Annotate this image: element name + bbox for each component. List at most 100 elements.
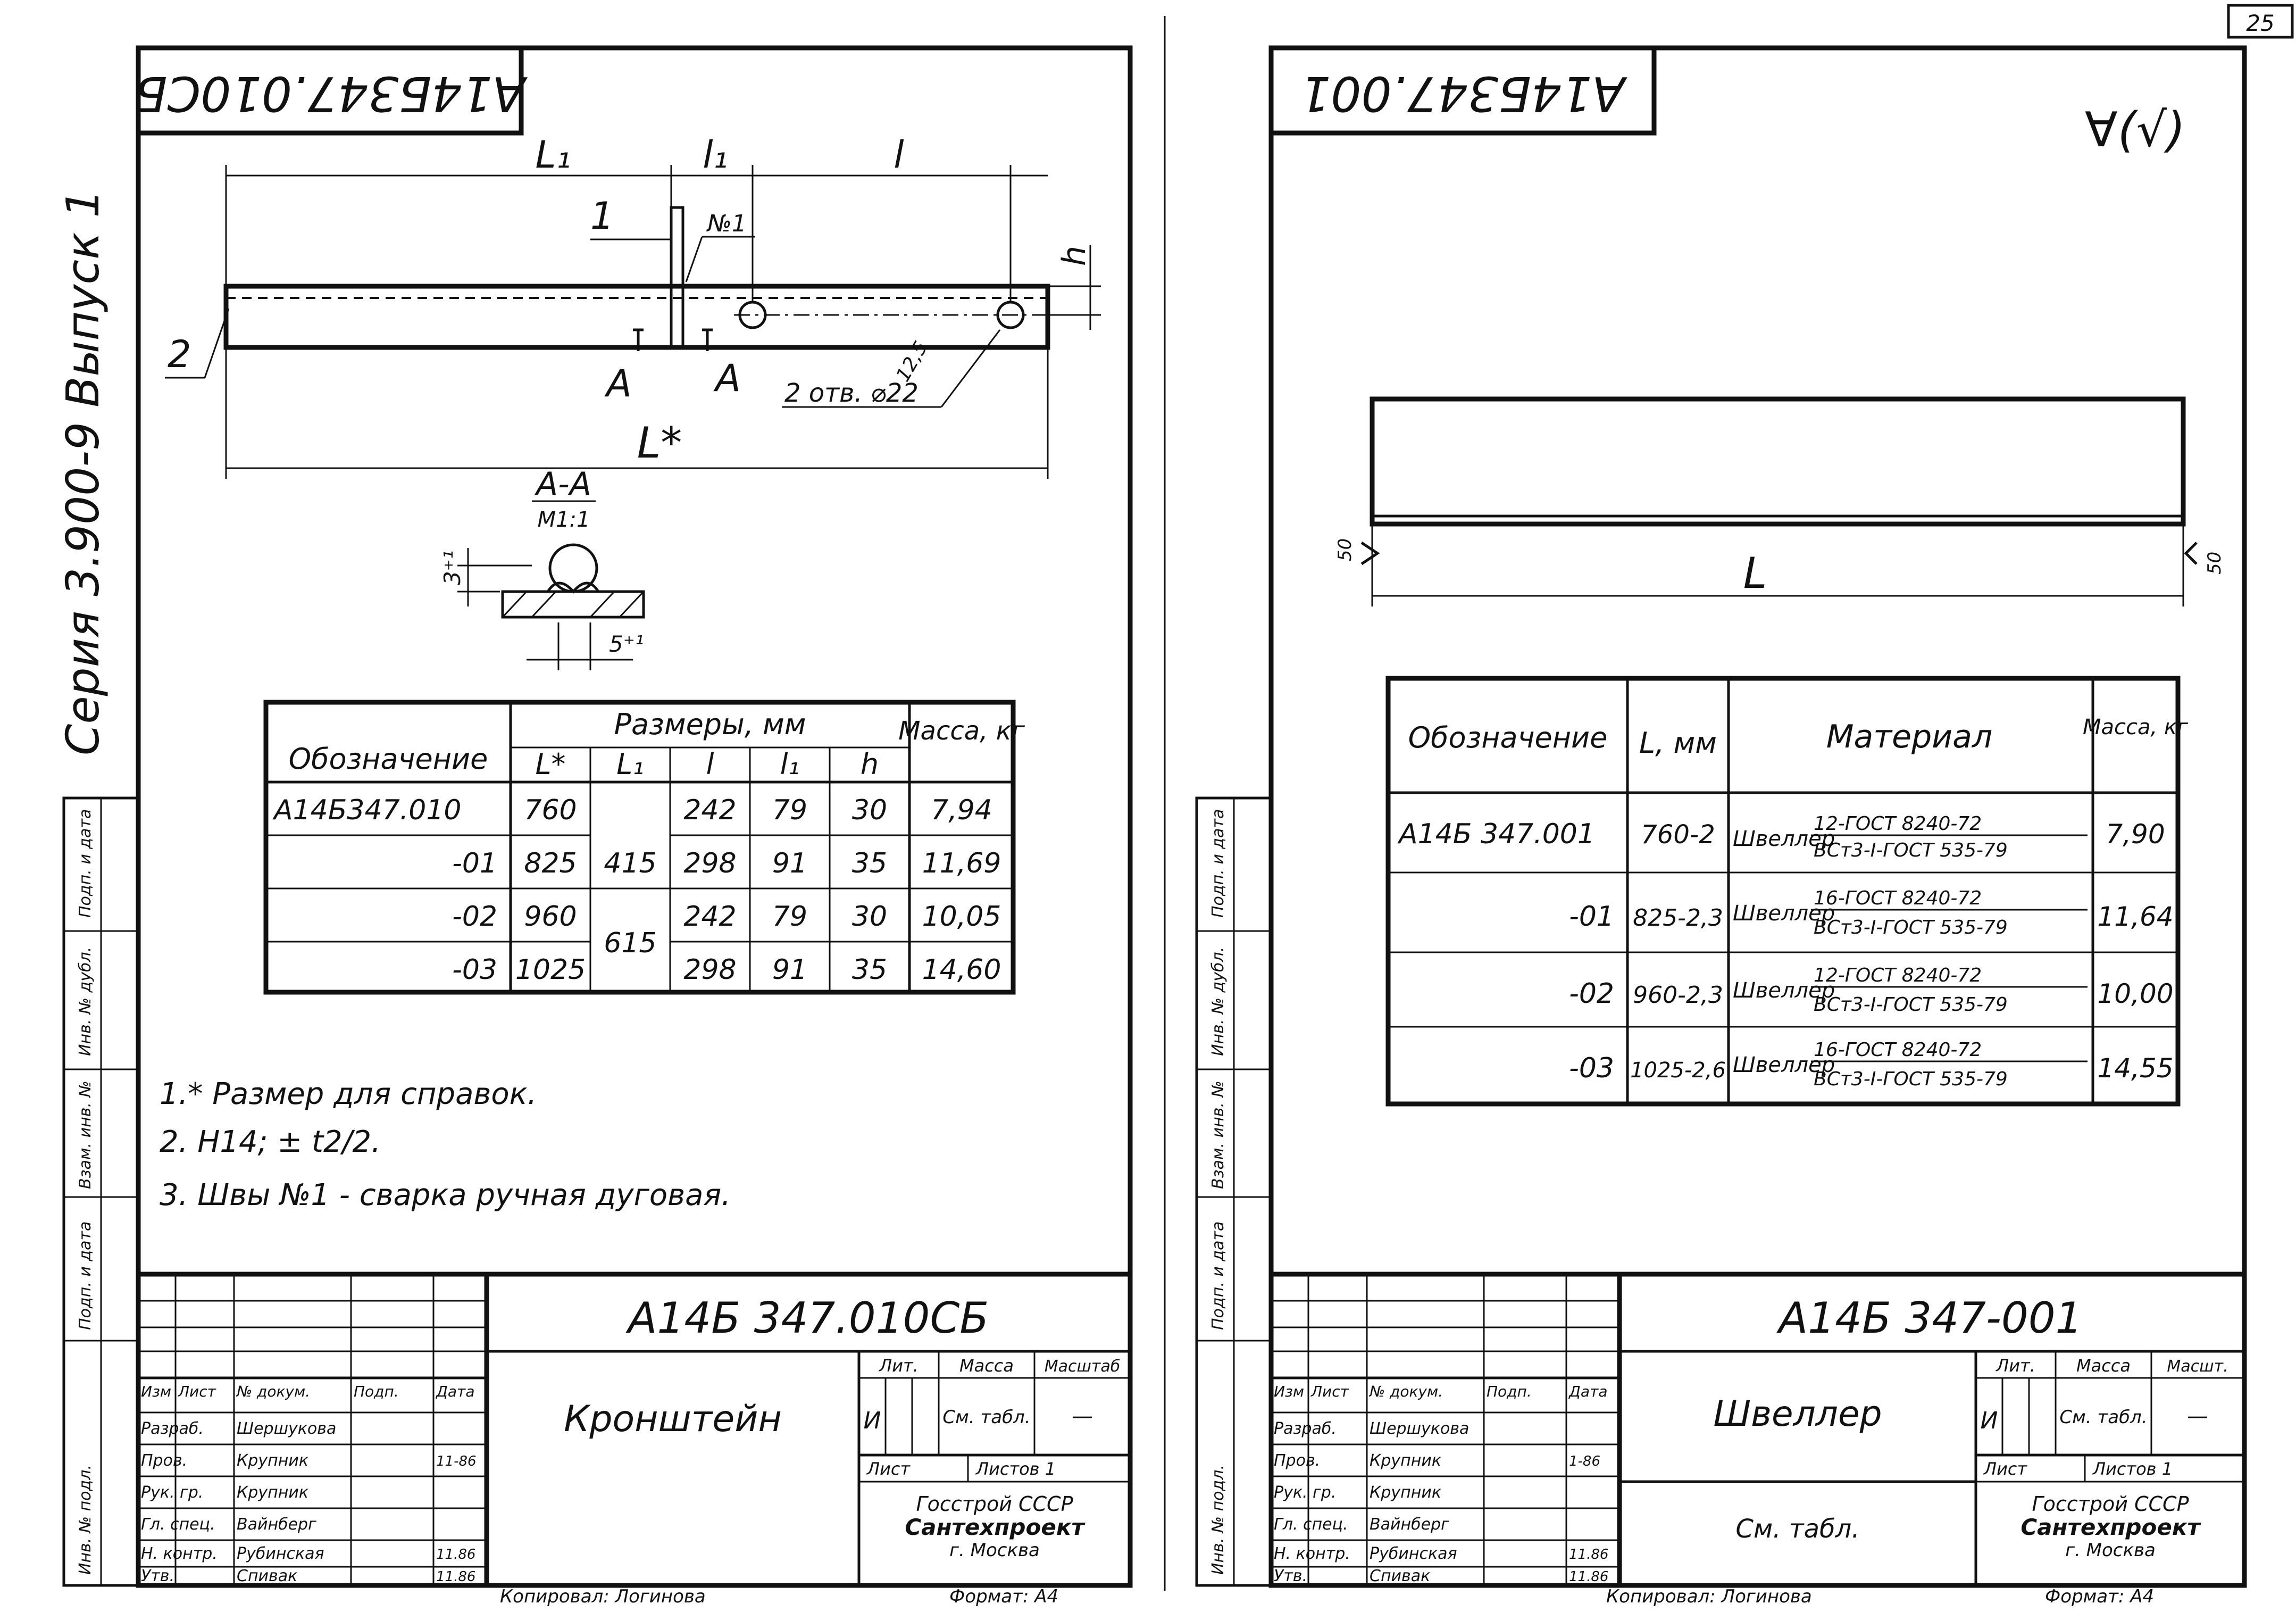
bracket-drawing: L₁ l₁ l h L* 1 2 №1 А	[165, 133, 1101, 670]
right-tb-col-date: Дата	[1568, 1383, 1608, 1400]
right-tb-doc-code: А14Б 347-001	[1776, 1293, 2082, 1343]
right-stamp-label-5: Подп. и дата	[1209, 809, 1228, 918]
right-stamp-label-4: Инв. № дубл.	[1209, 947, 1228, 1056]
channel-drawing: L 50 50	[1334, 396, 2225, 606]
right-role-2: Рук. гр.	[1274, 1483, 1336, 1502]
right-row2-L: 960-2,3	[1633, 982, 1723, 1009]
left-tb-col-date: Дата	[435, 1383, 475, 1400]
left-row0-mass: 7,94	[931, 794, 992, 826]
left-spec-table: Обозначение Размеры, мм Масса, кг L* L₁ …	[263, 700, 1025, 995]
right-row2-material-bottom: ВСт3-I-ГОСТ 535-79	[1814, 994, 2008, 1016]
left-person-0: Шершукова	[237, 1419, 336, 1438]
page-number: 25	[2246, 10, 2274, 36]
right-stamp-label-3: Взам. инв. №	[1209, 1081, 1228, 1189]
right-row2-designation: -02	[1569, 978, 1614, 1010]
right-th-L: L, мм	[1639, 726, 1717, 760]
left-date-4: 11.86	[436, 1547, 475, 1563]
right-row0-material-bottom: ВСт3-I-ГОСТ 535-79	[1814, 840, 2008, 861]
right-row3-material-word: Швеллер	[1733, 1053, 1835, 1077]
left-tb-scale-value: —	[1072, 1404, 1093, 1428]
left-tb-lit-value: И	[864, 1407, 881, 1434]
holes-label: 2 отв. ⌀22	[784, 378, 919, 408]
left-role-1: Пров.	[141, 1451, 187, 1470]
weld-label: №1	[706, 210, 747, 237]
left-row0-Lstar: 760	[524, 794, 577, 826]
right-person-5: Спивак	[1370, 1567, 1430, 1585]
section-mark-left: А	[604, 362, 632, 405]
right-row0-material-word: Швеллер	[1733, 827, 1835, 851]
left-tb-org-2: Сантехпроект	[905, 1514, 1086, 1540]
left-row1-mass: 11,69	[922, 847, 1001, 879]
section-title: А-А	[534, 466, 591, 503]
right-stamp-label-1: Инв. № подл.	[1209, 1465, 1228, 1575]
right-tb-org-2: Сантехпроект	[2021, 1514, 2201, 1540]
left-row0-l: 242	[683, 794, 736, 826]
left-person-2: Крупник	[237, 1483, 308, 1502]
right-row1-mass: 11,64	[2097, 901, 2173, 932]
right-date-4: 11.86	[1569, 1547, 1608, 1563]
right-row2-material-word: Швеллер	[1733, 978, 1835, 1003]
right-stamp-label-2: Подп. и дата	[1209, 1222, 1228, 1330]
dim-L1: L₁	[535, 133, 571, 177]
left-person-3: Вайнберг	[237, 1515, 316, 1534]
left-th-l: l	[706, 747, 714, 781]
right-format: Формат: А4	[2045, 1586, 2154, 1607]
right-copied: Копировал: Логинова	[1606, 1586, 1812, 1607]
right-date-1: 1-86	[1569, 1453, 1600, 1469]
right-person-3: Вайнберг	[1370, 1515, 1449, 1534]
dim-L: L	[1743, 549, 1767, 598]
left-tb-org-3: г. Москва	[949, 1540, 1040, 1561]
left-person-5: Спивак	[237, 1567, 297, 1585]
right-tb-mass-label: Масса	[2076, 1356, 2131, 1376]
left-row3-l: 298	[683, 954, 736, 986]
left-top-code-box	[136, 45, 524, 136]
right-row1-L: 825-2,3	[1633, 904, 1723, 932]
left-tb-mass-value: См. табл.	[942, 1407, 1030, 1428]
right-row3-L: 1025-2,6	[1630, 1058, 1726, 1083]
right-tb-org-3: г. Москва	[2065, 1540, 2156, 1561]
right-main-frame	[1268, 45, 2247, 1588]
right-row1-material-top: 16-ГОСТ 8240-72	[1814, 887, 1982, 909]
left-note-3: 3. Швы №1 - сварка ручная дуговая.	[160, 1178, 731, 1212]
left-stamp-label-5: Подп. и дата	[76, 809, 95, 918]
left-note-2: 2. Н14; ± t2/2.	[160, 1125, 381, 1159]
page-number-box	[2227, 4, 2294, 39]
right-th-material: Материал	[1826, 718, 1993, 755]
left-row1-Lstar: 825	[524, 847, 577, 879]
left-th-L1: L₁	[616, 747, 644, 781]
right-th-mass: Масса, кг	[2083, 715, 2189, 739]
left-th-l1: l₁	[780, 747, 800, 781]
left-row2-l1: 79	[772, 901, 807, 933]
right-row2-material-top: 12-ГОСТ 8240-72	[1814, 965, 1982, 986]
left-th-Lstar: L*	[535, 747, 565, 781]
rough-right: 50	[2204, 552, 2225, 575]
right-role-4: Н. контр.	[1274, 1544, 1350, 1563]
right-row0-mass: 7,90	[2106, 819, 2165, 850]
left-row2-designation: -02	[452, 901, 497, 933]
left-th-sizes: Размеры, мм	[614, 708, 806, 741]
left-tb-mass-label: Масса	[959, 1356, 1014, 1376]
left-row1-l: 298	[683, 847, 736, 879]
right-tb-col-list: Лист	[1310, 1383, 1349, 1400]
right-person-0: Шершукова	[1370, 1419, 1469, 1438]
right-row1-material-word: Швеллер	[1733, 901, 1835, 926]
left-sheet: Подп. и дата Инв. № дубл. Взам. инв. № П…	[57, 45, 1133, 1607]
left-row1-designation: -01	[452, 847, 497, 879]
left-tb-col-sign: Подп.	[354, 1383, 399, 1400]
right-row0-designation: А14Б 347.001	[1397, 818, 1595, 850]
left-th-h: h	[861, 747, 879, 781]
left-row3-mass: 14,60	[922, 954, 1001, 986]
right-role-5: Утв.	[1274, 1567, 1307, 1585]
right-tb-scale-label: Масшт.	[2167, 1357, 2228, 1376]
left-tb-sheet-label: Лист	[866, 1459, 911, 1479]
left-tb-col-doc: № докум.	[236, 1383, 310, 1400]
left-copied: Копировал: Логинова	[500, 1586, 706, 1607]
callout-1: 1	[590, 194, 614, 238]
left-row0-designation: А14Б347.010	[272, 794, 461, 826]
left-tb-doc-code: А14Б 347.010СБ	[625, 1293, 989, 1343]
dim-Lstar: L*	[637, 418, 682, 468]
right-tb-col-doc: № докум.	[1368, 1383, 1443, 1400]
right-tb-col-izm: Изм	[1274, 1383, 1304, 1400]
right-row0-L: 760-2	[1641, 820, 1715, 850]
